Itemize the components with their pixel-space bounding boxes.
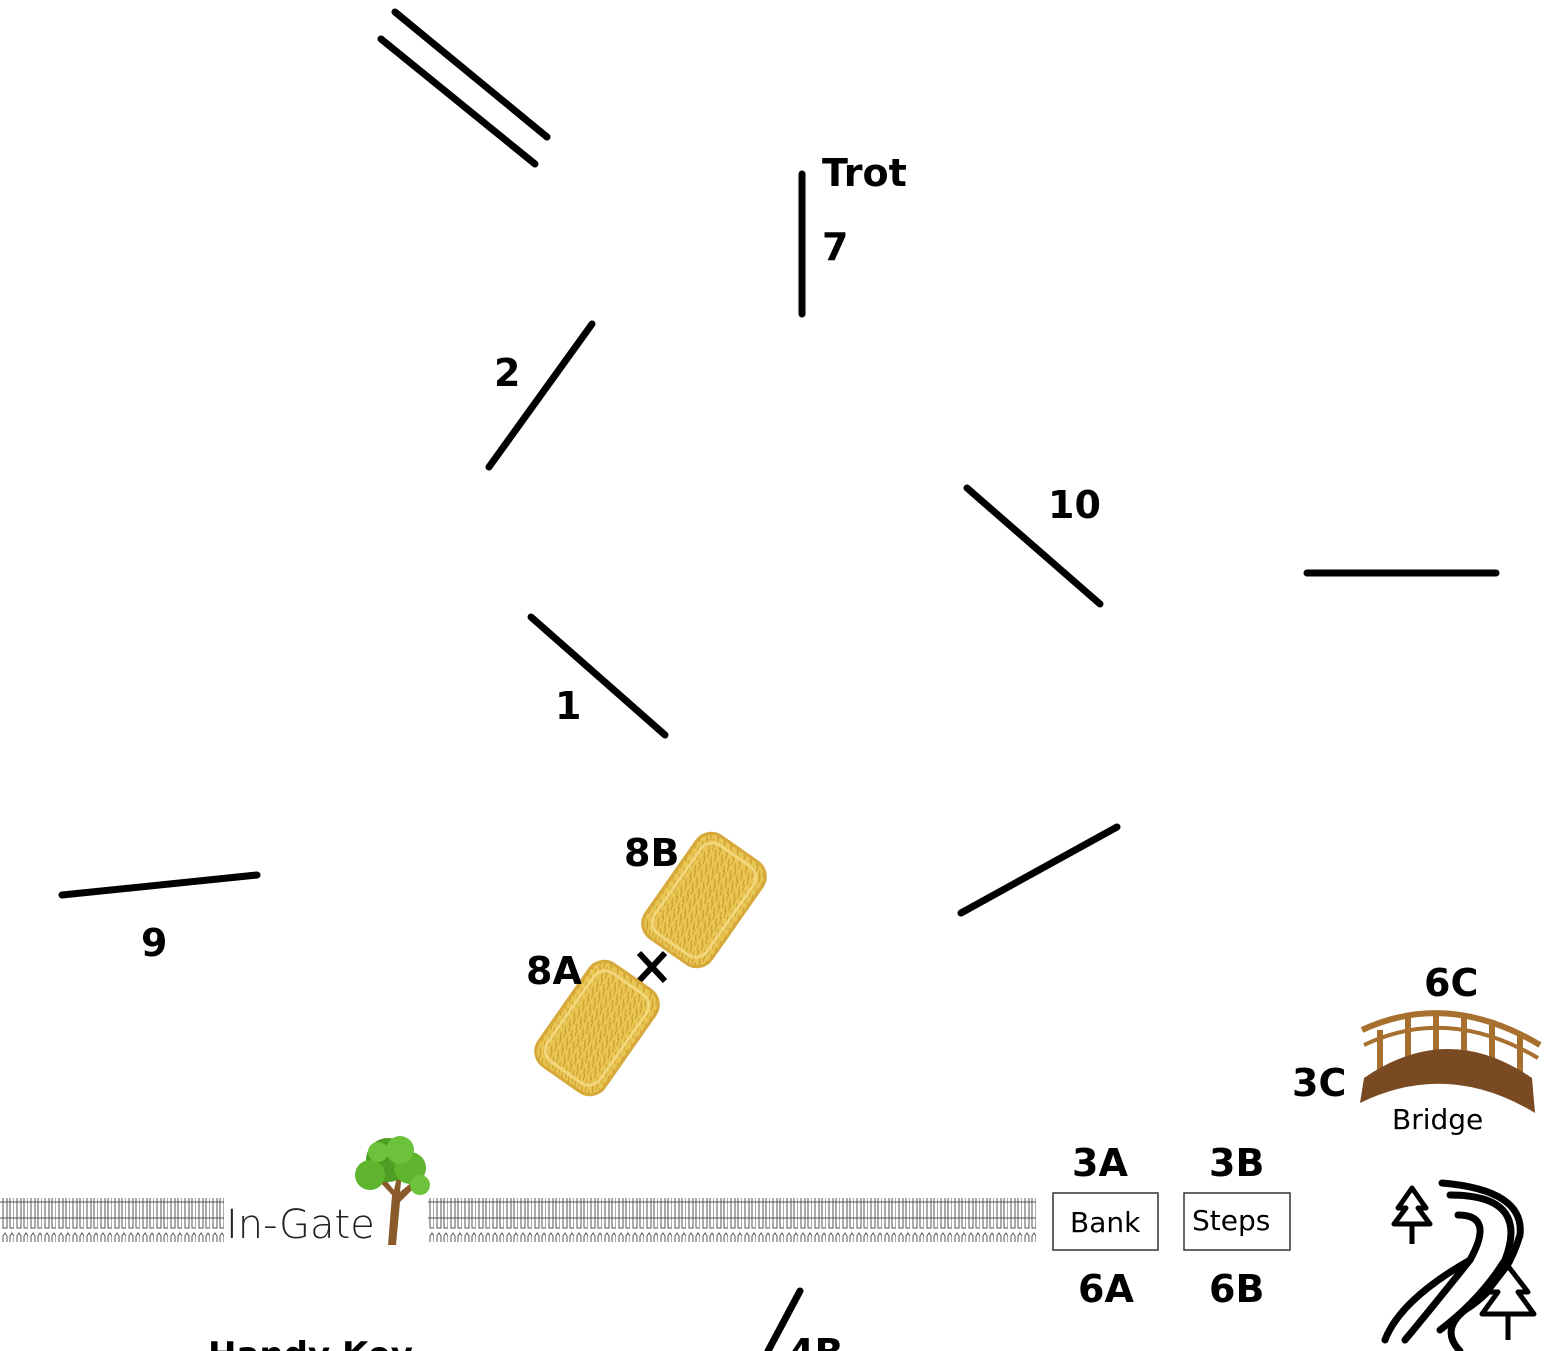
picket-fence-left	[0, 1198, 224, 1242]
bank-box	[1052, 1192, 1159, 1251]
fence-2-pole	[485, 320, 596, 471]
fence-pole-top-left-b	[377, 35, 539, 168]
handy-key-title: Handy Key	[208, 1335, 413, 1351]
bank-label: Bank	[1070, 1206, 1141, 1239]
fence-10-label: 10	[1048, 483, 1101, 527]
steps-box	[1183, 1192, 1291, 1251]
fence-2-label: 2	[494, 351, 520, 395]
fence-pole-top-left-a	[391, 8, 551, 141]
steps-label: Steps	[1192, 1204, 1270, 1237]
tree-icon	[355, 1136, 430, 1245]
x-marker-icon	[636, 950, 668, 984]
fence-8a-label: 8A	[526, 949, 582, 993]
fence-6c-label: 6C	[1424, 961, 1478, 1005]
fence-1-pole	[527, 613, 669, 739]
hay-bale-8b-icon	[641, 831, 767, 969]
in-gate-label: In-Gate	[226, 1202, 375, 1248]
fence-4b-pole	[764, 1287, 804, 1351]
fence-4b-label: 4B	[788, 1331, 843, 1351]
fence-8b-label: 8B	[624, 831, 679, 875]
trot-label: Trot	[822, 151, 907, 195]
fence-1-label: 1	[555, 684, 581, 728]
fence-7-label: 7	[822, 225, 848, 269]
fence-6a-label: 6A	[1078, 1267, 1134, 1311]
fence-3b-label: 3B	[1209, 1141, 1264, 1185]
fence-3c-label: 3C	[1292, 1061, 1346, 1105]
fence-9-label: 9	[141, 921, 167, 965]
winding-trail-with-pines-icon	[1381, 1179, 1537, 1351]
hay-bale-8a-icon	[534, 959, 660, 1097]
fence-10-pole	[963, 484, 1104, 608]
fence-9-pole	[58, 871, 261, 899]
fence-3a-label: 3A	[1072, 1141, 1128, 1185]
fence-6b-label: 6B	[1209, 1267, 1264, 1311]
wooden-bridge-icon	[1360, 1010, 1542, 1113]
bridge-label: Bridge	[1392, 1103, 1483, 1136]
fence-pole-lower-right	[957, 823, 1121, 917]
picket-fence-right	[428, 1198, 1036, 1242]
